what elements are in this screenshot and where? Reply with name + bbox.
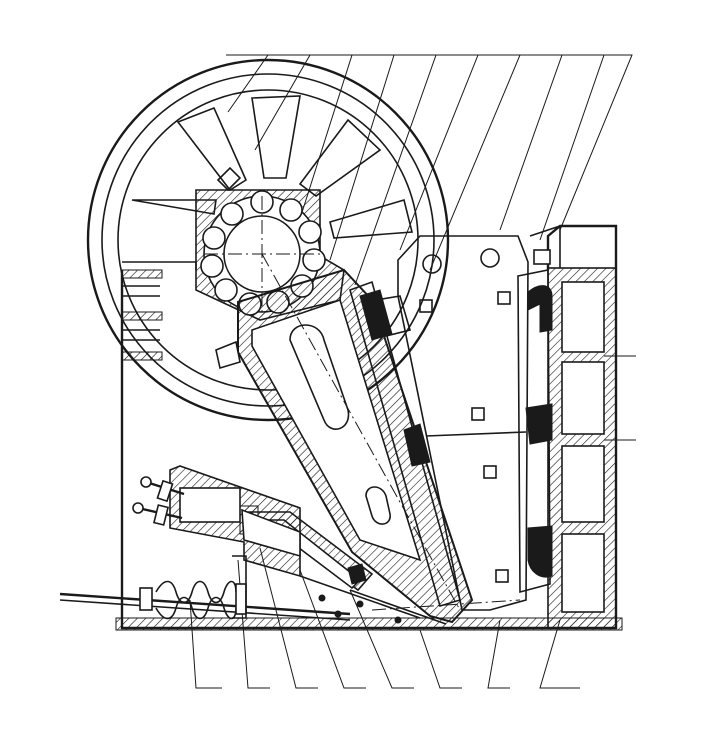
- leader-line-bottom-8: [539, 619, 580, 689]
- leader-line-top-7: [429, 54, 521, 271]
- spring-bracket: [232, 555, 247, 619]
- tension-rod-spring: [59, 555, 351, 621]
- adjusting-seat: [169, 465, 301, 578]
- movable-jaw-plate: [349, 280, 461, 607]
- bearing-roller: [302, 248, 326, 272]
- flywheel-spoke-top: [251, 95, 301, 179]
- front-column-top-cap: [529, 224, 561, 268]
- leader-line-bottom-7: [487, 619, 510, 689]
- leader-line-bottom-4: [299, 569, 366, 689]
- front-column-bay-4: [561, 533, 605, 613]
- flywheel-spoke-right: [329, 198, 414, 239]
- tie-rod-bolt-head: [215, 340, 241, 370]
- swing-jaw-slot-upper: [289, 324, 350, 430]
- flywheel-outer-rim: [86, 58, 450, 422]
- adjusting-wedge: [241, 508, 301, 558]
- pin: [334, 610, 342, 618]
- swing-jaw-slot-lower: [365, 486, 391, 525]
- adjusting-screw-lower-head: [132, 502, 144, 514]
- fixed-jaw-bolt-hole-1: [422, 254, 442, 274]
- grease-fitting: [216, 166, 242, 192]
- frame-left-rib-lines: [122, 285, 160, 341]
- swing-jaw-cavity: [251, 298, 422, 562]
- jaw-plate-clamp-top: [374, 295, 412, 337]
- side-guard-plate: [517, 269, 553, 594]
- frame-left-rib-1: [121, 269, 163, 279]
- fixed-jaw-plate: [397, 235, 529, 611]
- fixed-jaw-bolt-3: [471, 407, 485, 421]
- tension-rod-nut: [139, 587, 153, 611]
- tension-rod-lower-edge: [59, 599, 351, 621]
- pin: [356, 600, 364, 608]
- adjusting-screw-upper-head: [140, 476, 152, 488]
- bearing-roller: [202, 226, 226, 250]
- discharge-area: [299, 575, 521, 625]
- front-column-bay-1: [561, 281, 605, 353]
- tension-spring-lower: [155, 596, 237, 620]
- leader-line-bottom-3: [259, 547, 318, 689]
- spring-washer: [235, 583, 247, 615]
- discharge-line-1: [349, 589, 447, 625]
- adjusting-screw-upper-nut: [156, 479, 174, 503]
- pins: [318, 594, 402, 624]
- bearing-roller: [298, 220, 322, 244]
- front-column-bay-3: [561, 445, 605, 523]
- frame-base-plate: [115, 617, 623, 631]
- bearing-roller: [214, 278, 238, 302]
- bearing-roller: [279, 198, 303, 222]
- wedge-mid-solid: [403, 423, 431, 467]
- frame-left-rib-3: [121, 351, 163, 361]
- front-frame-column: [529, 224, 636, 629]
- tension-spring-upper: [155, 580, 237, 604]
- toggle-seat-front: [347, 563, 367, 585]
- fixed-jaw-bolt-2: [497, 291, 511, 305]
- pin: [318, 594, 326, 602]
- fixed-jaw-bolt-5: [495, 569, 509, 583]
- front-column-bay-2: [561, 361, 605, 435]
- swing-jaw: [215, 253, 474, 624]
- leader-line-top-6: [399, 54, 479, 251]
- adjusting-seat-cavity: [179, 487, 241, 523]
- flywheel-spoke-upper-right: [298, 118, 382, 197]
- discharge-centerline: [371, 599, 521, 611]
- swing-jaw-centerline: [261, 253, 461, 611]
- fixed-jaw-plate-split: [425, 431, 527, 437]
- adjusting-screws: [132, 476, 185, 526]
- fixed-jaw-plate-outline: [397, 235, 529, 611]
- pin: [394, 616, 402, 624]
- frame-top-left-ledge: [122, 261, 197, 270]
- fixed-jaw-bolt-4: [483, 465, 497, 479]
- top-leader-lines: [226, 54, 633, 286]
- tension-rod: [59, 592, 351, 616]
- flywheel-spoke-upper-left: [176, 106, 248, 192]
- leader-line-top-10: [559, 54, 633, 231]
- discharge-line-2: [299, 575, 421, 619]
- leader-line-top-2: [254, 54, 311, 151]
- fixed-jaw-bolt-1: [419, 299, 433, 313]
- bottom-leader-lines: [189, 547, 580, 689]
- fixed-jaw-bolt-hole-2: [480, 248, 500, 268]
- front-column-top-bolt: [533, 249, 551, 265]
- leader-line-bottom-6: [419, 629, 462, 689]
- adjusting-screw-lower-nut: [153, 504, 169, 526]
- frame-left-rib-2: [121, 311, 163, 321]
- bearing-roller: [200, 254, 224, 278]
- bearing-roller: [220, 202, 244, 226]
